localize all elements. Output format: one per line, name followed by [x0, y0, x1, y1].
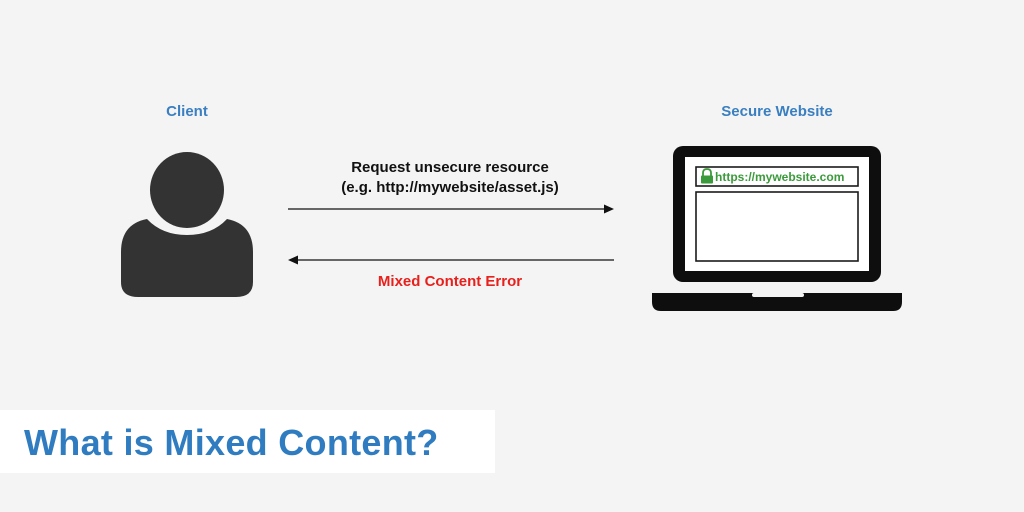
user-icon — [121, 152, 253, 297]
laptop-icon — [652, 146, 902, 311]
address-bar-url: https://mywebsite.com — [715, 170, 845, 184]
lock-icon — [701, 168, 713, 184]
response-arrow — [288, 255, 614, 265]
request-label-line2: (e.g. http://mywebsite/asset.js) — [341, 179, 559, 196]
secure-website-label: Secure Website — [721, 103, 833, 120]
client-label: Client — [166, 103, 208, 120]
request-label-line1: Request unsecure resource — [351, 159, 549, 176]
page-title: What is Mixed Content? — [24, 422, 439, 463]
mixed-content-error-label: Mixed Content Error — [377, 273, 523, 290]
request-arrow — [288, 204, 614, 214]
request-label: Request unsecure resource (e.g. http://m… — [341, 158, 559, 198]
title-banner: What is Mixed Content? — [0, 410, 495, 473]
